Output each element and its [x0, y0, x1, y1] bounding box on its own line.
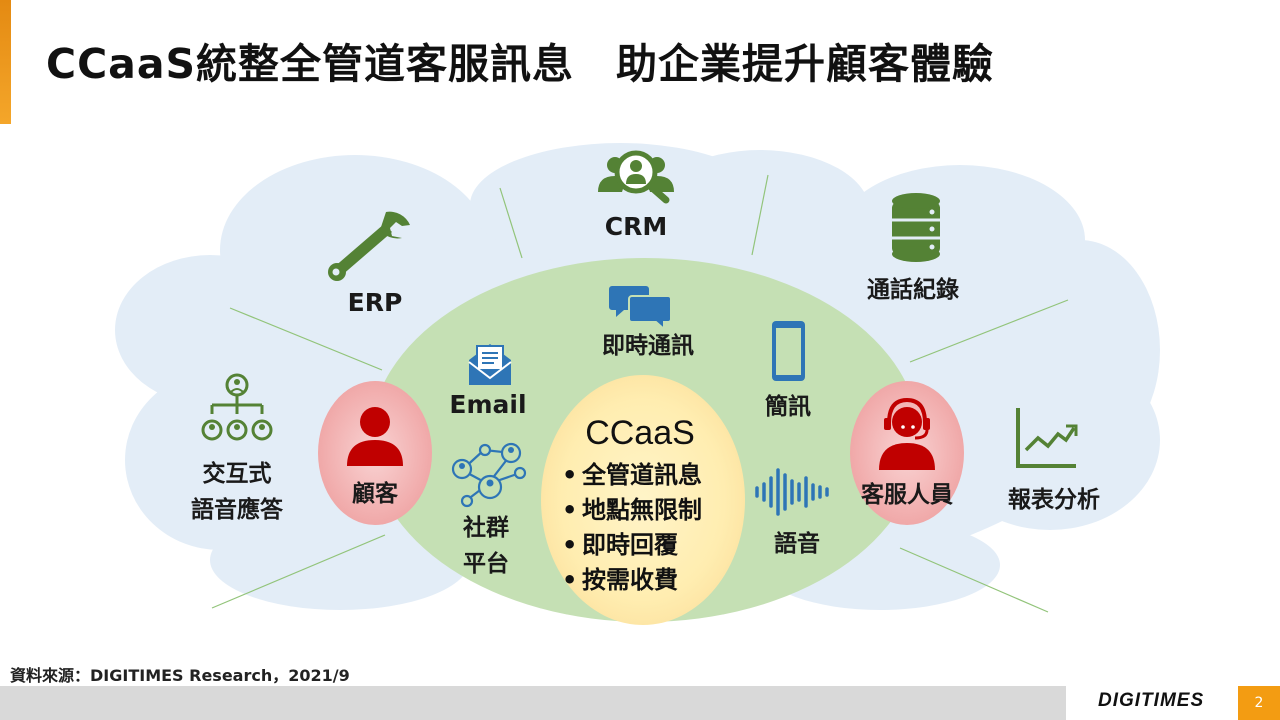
channel-label-instant-messaging: 即時通訊	[602, 333, 694, 359]
title-accent-bar	[0, 0, 11, 124]
digitimes-logo: DIGITIMES	[1098, 690, 1205, 711]
page-number: 2	[1238, 686, 1280, 720]
system-label-crm: CRM	[604, 212, 668, 241]
channel-label-sms: 簡訊	[765, 394, 811, 420]
wrench-icon	[328, 211, 410, 281]
channel-label-email: Email	[449, 390, 527, 419]
social-network-icon	[451, 442, 527, 508]
sound-wave-icon	[755, 468, 829, 516]
database-icon	[892, 193, 940, 262]
customer-label: 顧客	[352, 481, 398, 507]
system-label-ivr-line2: 語音應答	[191, 497, 283, 523]
ccaas-feature-item: 全管道訊息	[562, 458, 702, 493]
connector-lines	[211, 174, 1069, 613]
line-chart-icon	[1016, 408, 1078, 468]
system-label-ivr-line1: 交互式	[202, 461, 272, 487]
headset-person-icon	[879, 397, 935, 470]
chat-bubbles-icon	[609, 286, 672, 332]
user-search-icon	[598, 150, 674, 204]
agent-label: 客服人員	[861, 482, 953, 508]
person-icon	[347, 407, 403, 466]
email-icon	[468, 344, 512, 385]
ccaas-feature-item: 地點無限制	[562, 493, 702, 528]
ccaas-core-title: CCaaS	[585, 414, 695, 452]
mobile-phone-icon	[772, 321, 805, 381]
channel-label-social-line1: 社群	[463, 515, 509, 541]
ccaas-feature-item: 即時回覆	[562, 528, 702, 563]
channel-label-voice: 語音	[774, 531, 820, 557]
org-chart-icon	[201, 373, 273, 441]
system-label-erp: ERP	[347, 288, 403, 317]
system-label-call-records: 通話紀錄	[867, 277, 959, 303]
channel-label-social-line2: 平台	[463, 551, 509, 577]
source-note: 資料來源：DIGITIMES Research，2021/9	[10, 666, 350, 685]
footer-bar	[0, 686, 1066, 720]
system-label-reports: 報表分析	[1008, 487, 1100, 513]
page-title: CCaaS統整全管道客服訊息 助企業提升顧客體驗	[46, 40, 995, 88]
ccaas-feature-item: 按需收費	[562, 563, 702, 598]
ccaas-feature-list: 全管道訊息 地點無限制 即時回覆 按需收費	[562, 458, 702, 598]
